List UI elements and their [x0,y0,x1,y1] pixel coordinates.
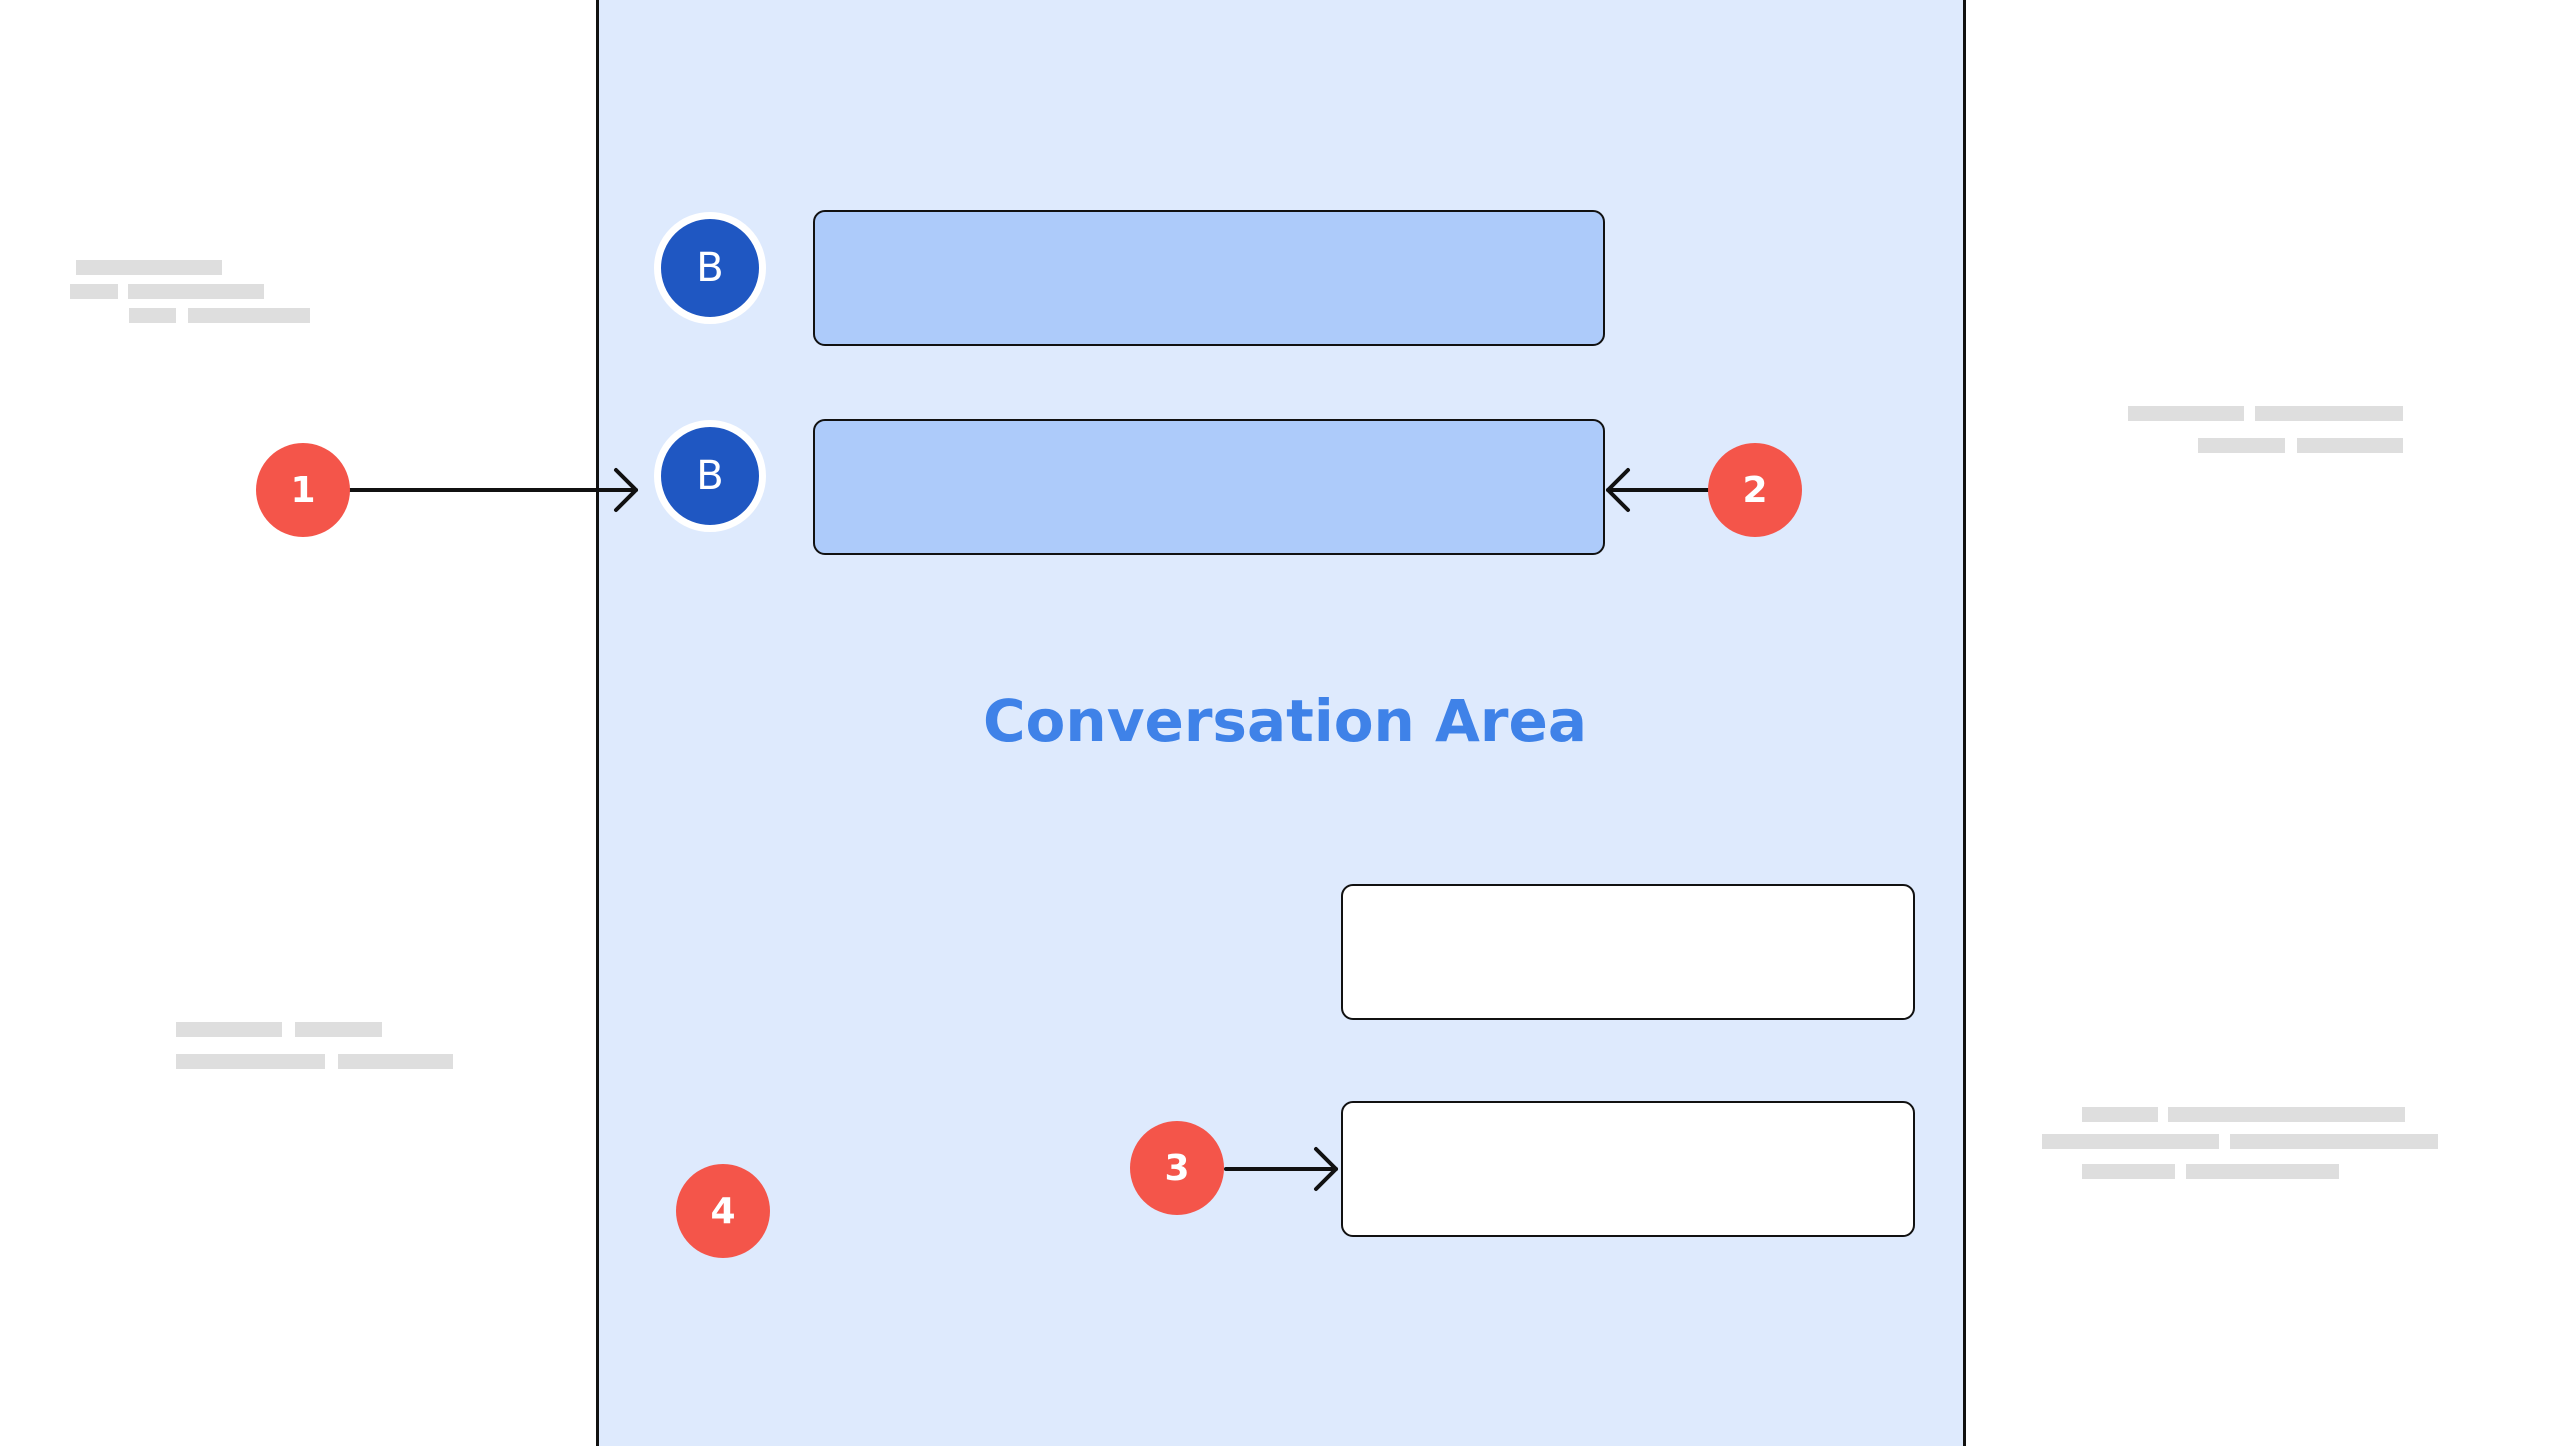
bot-avatar: B [654,420,766,532]
arrow-3-head [1314,1147,1338,1191]
marker-3: 3 [1130,1121,1224,1215]
bot-message-bubble [813,210,1605,346]
bot-message-bubble [813,419,1605,555]
marker-2: 2 [1708,443,1802,537]
arrow-1-head [614,468,638,512]
user-message-bubble [1341,884,1915,1020]
conversation-area-title: Conversation Area [982,687,1587,755]
marker-label: 2 [1742,469,1768,511]
marker-label: 1 [290,469,316,511]
avatar-letter: B [696,453,724,499]
marker-label: 4 [710,1190,736,1232]
bot-avatar: B [654,212,766,324]
user-message-bubble [1341,1101,1915,1237]
marker-label: 3 [1164,1147,1190,1189]
marker-1: 1 [256,443,350,537]
arrow-2-head [1606,468,1630,512]
marker-4: 4 [676,1164,770,1258]
avatar-letter: B [696,245,724,291]
